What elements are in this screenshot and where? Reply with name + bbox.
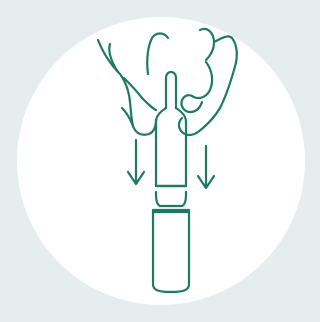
ampoule-icon <box>156 72 186 186</box>
right-hand-icon <box>147 29 237 135</box>
arrow-down-icon <box>128 140 144 184</box>
arrow-down-icon <box>198 146 214 188</box>
vial-icon <box>153 192 189 292</box>
